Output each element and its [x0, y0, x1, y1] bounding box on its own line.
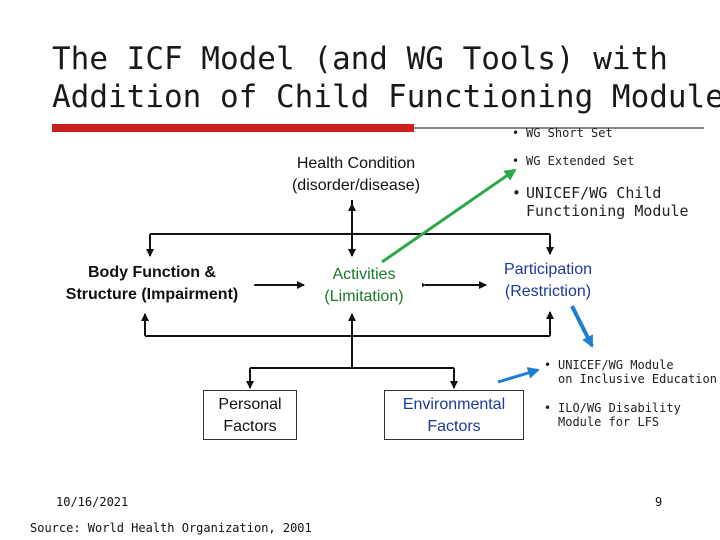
- bullet-dot: •: [544, 358, 552, 372]
- wg-tool-label: UNICEF/WG Child: [526, 184, 662, 202]
- health-condition-sublabel: (disorder/disease): [291, 177, 421, 194]
- wg-module-item: • UNICEF/WG Module on Inclusive Education: [544, 358, 717, 386]
- wg-tool-label-continued: Functioning Module: [526, 202, 689, 220]
- activities-label: Activities: [332, 266, 396, 283]
- wg-tool-item: • WG Short Set: [512, 126, 613, 140]
- blue-arrow-environmental-to-modules: [497, 367, 540, 384]
- personal-factors-label: Personal: [218, 396, 282, 413]
- wg-tool-item: • UNICEF/WG Child Functioning Module: [512, 184, 689, 220]
- participation-sublabel: (Restriction): [504, 283, 592, 300]
- environmental-factors-sublabel: Factors: [427, 418, 481, 435]
- bullet-dot: •: [512, 154, 520, 168]
- green-arrow-activities-to-wg-tools: [381, 168, 517, 264]
- wg-module-label: UNICEF/WG Module: [558, 358, 674, 372]
- wg-tool-item: • WG Extended Set: [512, 154, 634, 168]
- body-function-label: Body Function &: [88, 264, 216, 281]
- wg-tool-label: WG Short Set: [526, 126, 613, 140]
- body-function-sublabel: Structure (Impairment): [65, 286, 239, 303]
- title-underline-rule: [414, 127, 704, 129]
- participation-node: Participation (Restriction): [490, 259, 606, 305]
- wg-module-label-continued: Module for LFS: [558, 415, 660, 429]
- wg-module-label: ILO/WG Disability: [558, 401, 681, 415]
- wg-module-label-continued: on Inclusive Education: [558, 372, 717, 386]
- source-citation: Source: World Health Organization, 2001: [30, 521, 312, 535]
- personal-factors-node: Personal Factors: [203, 390, 297, 440]
- slide-page-number: 9: [655, 495, 663, 509]
- wg-tool-label: WG Extended Set: [526, 154, 635, 168]
- slide-title-line-2: Addition of Child Functioning Module: [52, 79, 720, 115]
- bullet-dot: •: [512, 184, 521, 202]
- slide-title-line-1: The ICF Model (and WG Tools) with: [52, 41, 668, 77]
- slide-date: 10/16/2021: [56, 495, 129, 509]
- bullet-dot: •: [512, 126, 520, 140]
- title-underline-accent: [52, 124, 414, 132]
- health-condition-label: Health Condition: [296, 155, 416, 172]
- blue-arrow-participation-to-modules: [570, 305, 594, 348]
- body-function-node: Body Function & Structure (Impairment): [50, 262, 254, 308]
- environmental-factors-node: Environmental Factors: [384, 390, 524, 440]
- health-condition-node: Health Condition (disorder/disease): [270, 153, 442, 199]
- environmental-factors-label: Environmental: [402, 396, 506, 413]
- activities-sublabel: (Limitation): [324, 288, 404, 305]
- bullet-dot: •: [544, 401, 552, 415]
- participation-label: Participation: [503, 261, 593, 278]
- slide-title: The ICF Model (and WG Tools) with Additi…: [52, 40, 720, 116]
- wg-module-item: • ILO/WG Disability Module for LFS: [544, 401, 681, 429]
- personal-factors-sublabel: Factors: [223, 418, 277, 435]
- activities-node: Activities (Limitation): [306, 264, 422, 310]
